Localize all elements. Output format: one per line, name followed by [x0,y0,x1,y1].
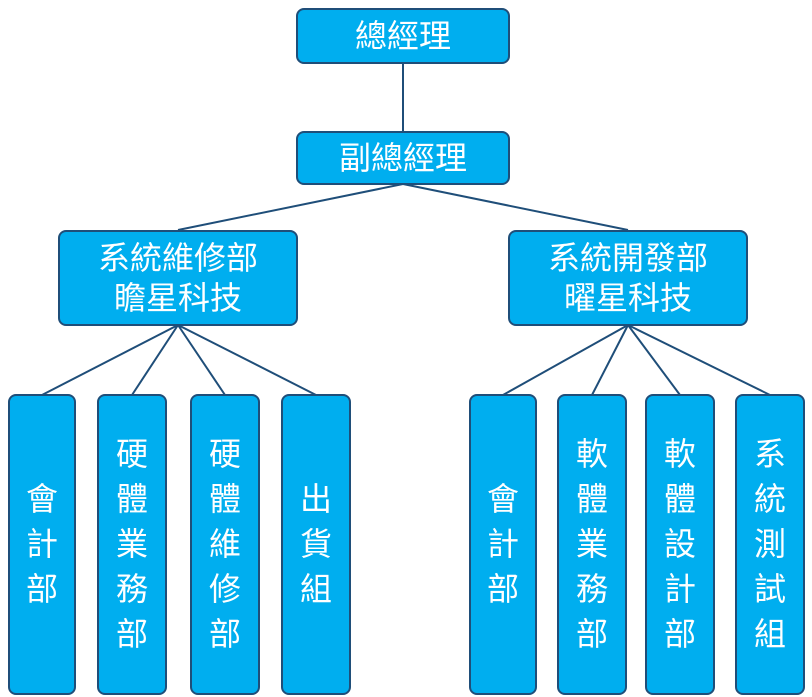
connector-dev-to-unit-4 [627,324,771,396]
connector-dev-to-unit-1 [502,324,629,396]
repair-unit-shipping-label: 出貨組 [300,480,333,608]
repair-unit-hw-sales-label: 硬體業務部 [116,435,149,653]
dev-unit-sys-testing-label: 系統測試組 [754,435,787,653]
branch-dev-node: 系統開發部 曜星科技 [508,230,748,326]
dev-unit-accounting: 會計部 [469,394,537,695]
dev-unit-sys-testing: 系統測試組 [735,394,805,695]
branch-dev-line2: 曜星科技 [563,279,692,317]
branch-dev-line1: 系統開發部 [547,239,708,277]
deputy-manager-node: 副總經理 [296,131,510,185]
dev-unit-sw-sales-label: 軟體業務部 [576,435,609,653]
top-manager-label: 總經理 [354,17,451,55]
connector-repair-to-unit-3 [177,324,226,396]
connector-deputy-to-dev [402,183,629,231]
deputy-manager-label: 副總經理 [338,139,467,177]
branch-repair-node: 系統維修部 瞻星科技 [58,230,298,326]
branch-repair-line2: 瞻星科技 [113,279,242,317]
dev-unit-accounting-label: 會計部 [487,480,520,608]
repair-unit-hw-repair-label: 硬體維修部 [209,435,242,653]
connector-repair-to-unit-2 [131,324,179,396]
connector-dev-to-unit-3 [627,324,681,396]
repair-unit-accounting: 會計部 [8,394,76,695]
repair-unit-hw-sales: 硬體業務部 [97,394,167,695]
connector-repair-to-unit-4 [177,324,317,396]
repair-unit-accounting-label: 會計部 [26,480,59,608]
connector-deputy-to-repair [177,183,404,231]
top-manager-node: 總經理 [296,8,510,64]
dev-unit-sw-design-label: 軟體設計部 [664,435,697,653]
dev-unit-sw-sales: 軟體業務部 [557,394,627,695]
connector-repair-to-unit-1 [41,324,179,396]
repair-unit-shipping: 出貨組 [281,394,351,695]
branch-repair-line1: 系統維修部 [97,239,258,277]
dev-unit-sw-design: 軟體設計部 [645,394,715,695]
repair-unit-hw-repair: 硬體維修部 [190,394,260,695]
connector-dev-to-unit-2 [591,324,629,396]
